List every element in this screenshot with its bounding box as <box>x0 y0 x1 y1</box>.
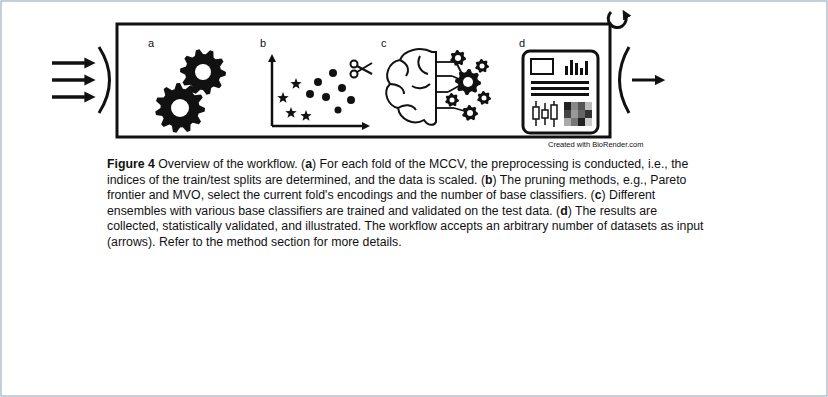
gear <box>155 83 205 133</box>
heatmap-cell <box>564 102 571 110</box>
report-icon <box>523 51 598 133</box>
star-point <box>277 92 288 103</box>
watermark: Created with BioRender.com <box>548 141 643 149</box>
star-point <box>290 78 301 89</box>
heatmap-cell <box>571 118 578 126</box>
heatmap-cell <box>585 110 592 118</box>
brain-icon <box>386 49 468 125</box>
panel-letter: a <box>148 38 154 49</box>
panel-letter: b <box>260 38 266 49</box>
heatmap-cell <box>571 102 578 110</box>
heatmap-cell <box>578 110 585 118</box>
gear <box>477 91 491 105</box>
input-arrows <box>52 63 90 97</box>
output-bracket <box>620 47 630 113</box>
heatmap-cell <box>564 118 571 126</box>
loop-arrow <box>608 12 626 28</box>
heatmap-cell <box>585 118 592 126</box>
star-point <box>300 110 311 121</box>
heatmap-cell <box>564 110 571 118</box>
star-point <box>285 107 296 118</box>
gear <box>475 59 489 73</box>
gear <box>445 93 459 107</box>
gear <box>455 69 481 95</box>
heatmap-cell <box>585 102 592 110</box>
panel-letter: c <box>381 38 387 49</box>
output-arrow <box>632 79 660 82</box>
input-bracket <box>99 47 110 113</box>
workflow-frame <box>117 24 610 137</box>
scatter-icon <box>272 58 372 126</box>
heatmap-cell <box>578 118 585 126</box>
panel-letter: d <box>519 38 525 49</box>
figure-caption: Figure 4 Overview of the workflow. (a) F… <box>107 157 707 251</box>
heatmap-cell <box>571 110 578 118</box>
heatmap-cell <box>578 102 585 110</box>
gear <box>450 50 466 66</box>
gear-icons <box>155 49 491 132</box>
gear <box>462 105 478 121</box>
gear <box>180 49 226 94</box>
